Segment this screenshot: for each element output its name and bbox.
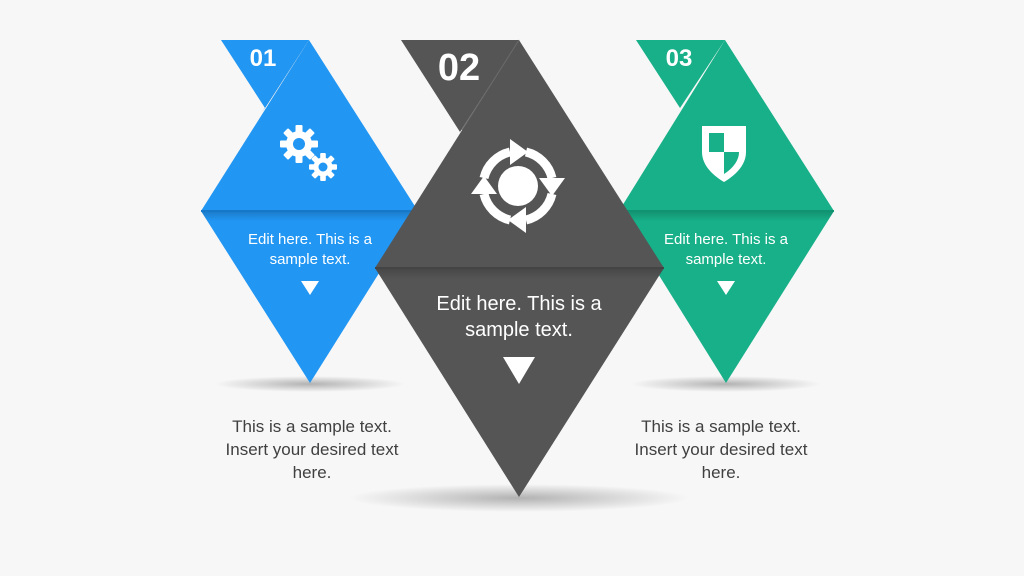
step-01-inner-text[interactable]: Edit here. This is a sample text. xyxy=(248,231,372,268)
step-03-outer-text[interactable]: This is a sample text. Insert your desir… xyxy=(634,417,808,482)
step-02-flap xyxy=(401,40,519,132)
gray-shadow xyxy=(349,484,689,512)
step-02-inner-text[interactable]: Edit here. This is a sample text. xyxy=(436,293,602,341)
step-03-down-arrow-icon xyxy=(717,281,735,295)
step-03-shape xyxy=(619,40,834,383)
step-01-shape xyxy=(201,40,418,383)
step-01-down-arrow-icon xyxy=(301,281,319,295)
step-01-outer-text[interactable]: This is a sample text. Insert your desir… xyxy=(225,417,399,482)
green-shadow xyxy=(631,376,821,392)
step-01-upper-triangle xyxy=(201,40,418,211)
step-01-number: 01 xyxy=(249,45,277,72)
step-03-lower-triangle xyxy=(619,211,834,383)
step-03-upper-triangle xyxy=(619,40,834,211)
step-01-lower-triangle xyxy=(201,211,418,383)
step-02-number: 02 xyxy=(437,47,481,89)
step-02-down-arrow-icon xyxy=(503,357,535,384)
blue-shadow xyxy=(215,376,405,392)
shield-icon xyxy=(702,126,746,182)
step-03-inner-text[interactable]: Edit here. This is a sample text. xyxy=(664,231,788,268)
cycle-arrows-icon xyxy=(471,139,565,233)
gears-icon xyxy=(280,125,337,181)
step-01-flap xyxy=(221,40,309,108)
step-03-flap xyxy=(636,40,725,108)
step-03-number: 03 xyxy=(665,45,693,72)
